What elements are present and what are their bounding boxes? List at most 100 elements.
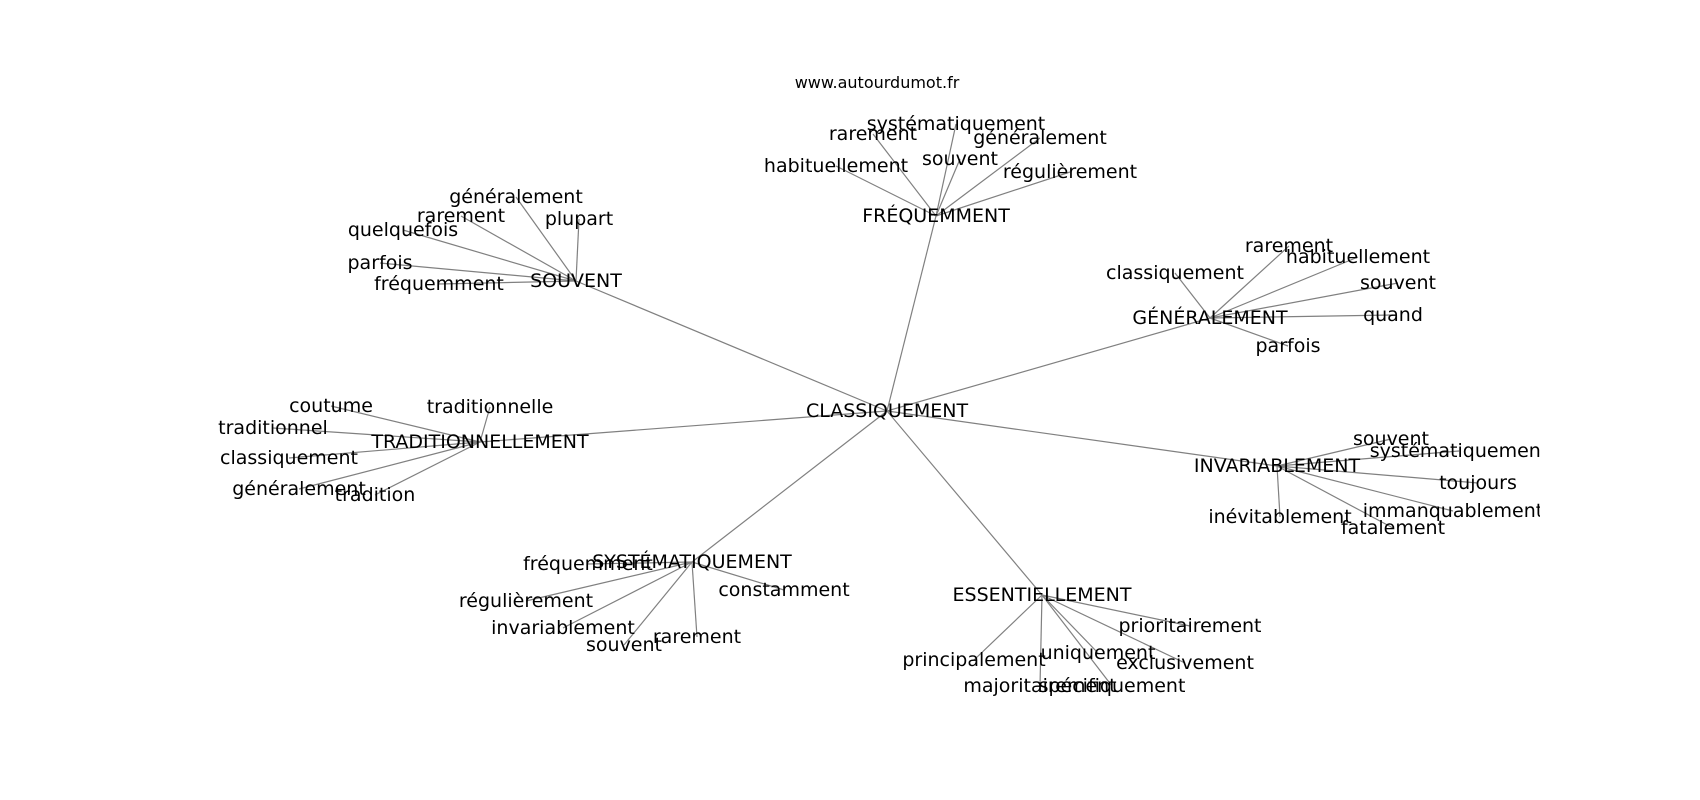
- edge-hub-leaf: [575, 218, 580, 282]
- leaf-node[interactable]: rarement: [417, 205, 505, 227]
- edge-hub-leaf: [1041, 594, 1186, 664]
- edge-hub-leaf: [562, 561, 693, 629]
- leaf-node[interactable]: parfois: [1255, 335, 1320, 357]
- edge-hub-leaf: [374, 441, 481, 496]
- edge-hub-leaf: [1209, 245, 1290, 319]
- edge-center-hub: [575, 280, 888, 412]
- hub-node[interactable]: TRADITIONNELLEMENT: [370, 431, 589, 453]
- leaf-node[interactable]: fatalement: [1341, 517, 1445, 539]
- leaf-node[interactable]: inévitablement: [1208, 506, 1351, 528]
- leaf-node[interactable]: classiquement: [220, 447, 358, 469]
- edge-hub-leaf: [1039, 594, 1043, 687]
- leaf-node[interactable]: exclusivement: [1116, 652, 1254, 674]
- edge-hub-leaf: [1209, 317, 1289, 347]
- edge-hub-leaf: [1276, 465, 1281, 518]
- edge-hub-leaf: [272, 427, 481, 443]
- leaf-node[interactable]: tradition: [335, 484, 416, 506]
- leaf-node[interactable]: systématiquement: [1370, 440, 1549, 462]
- edge-hub-leaf: [515, 196, 577, 282]
- leaf-node[interactable]: souvent: [922, 148, 998, 170]
- leaf-node[interactable]: majoritairement: [963, 675, 1116, 697]
- leaf-node[interactable]: uniquement: [1041, 642, 1156, 664]
- edge-center-hub: [886, 410, 1278, 467]
- hub-node[interactable]: ESSENTIELLEMENT: [953, 584, 1132, 606]
- edge-hub-leaf: [1041, 594, 1099, 654]
- leaf-node[interactable]: habituellement: [1286, 246, 1430, 268]
- leaf-node[interactable]: plupart: [545, 208, 613, 230]
- edge-hub-leaf: [1209, 256, 1359, 319]
- edge-hub-leaf: [1276, 450, 1460, 467]
- edge-hub-leaf: [1276, 465, 1479, 484]
- leaf-node[interactable]: toujours: [1439, 472, 1517, 494]
- edge-hub-leaf: [298, 441, 481, 490]
- leaf-node[interactable]: souvent: [586, 634, 662, 656]
- edge-hub-leaf: [460, 215, 577, 282]
- leaf-node[interactable]: rarement: [1245, 235, 1333, 257]
- leaf-node[interactable]: classiquement: [1106, 262, 1244, 284]
- hub-node[interactable]: GÉNÉRALEMENT: [1132, 306, 1288, 329]
- edge-hub-leaf: [587, 561, 693, 565]
- leaf-node[interactable]: généralement: [232, 478, 366, 500]
- edge-hub-leaf: [525, 561, 693, 602]
- edge-center-hub: [886, 215, 937, 412]
- leaf-node[interactable]: quelquefois: [348, 219, 458, 241]
- edge-hub-leaf: [935, 171, 1071, 217]
- edge-hub-leaf: [623, 561, 693, 646]
- edge-hub-leaf: [935, 158, 961, 217]
- leaf-node[interactable]: traditionnel: [218, 417, 328, 439]
- edge-hub-leaf: [1276, 465, 1394, 529]
- edge-hub-leaf: [1174, 272, 1211, 319]
- leaf-node[interactable]: traditionnelle: [427, 396, 554, 418]
- leaf-node[interactable]: quand: [1363, 304, 1423, 326]
- edge-center-hub: [886, 317, 1211, 412]
- leaf-node[interactable]: régulièrement: [459, 590, 593, 612]
- leaf-node[interactable]: prioritairement: [1118, 615, 1261, 637]
- edge-hub-leaf: [1209, 314, 1394, 319]
- edge-hub-leaf: [1041, 594, 1113, 687]
- edge-center-hub: [691, 410, 888, 563]
- edge-hub-leaf: [379, 262, 577, 282]
- labels-layer: CLASSIQUEMENT FRÉQUEMMENT systématiquement…: [218, 113, 1549, 697]
- leaf-node[interactable]: constamment: [718, 579, 849, 601]
- leaf-node[interactable]: principalement: [902, 649, 1045, 671]
- leaf-node[interactable]: rarement: [653, 626, 741, 648]
- edge-center-hub: [479, 410, 888, 443]
- edge-hub-leaf: [691, 561, 785, 591]
- edges-layer: [272, 123, 1479, 687]
- edge-hub-leaf: [479, 406, 491, 443]
- leaf-node[interactable]: habituellement: [764, 155, 908, 177]
- edge-hub-leaf: [872, 133, 937, 217]
- edge-hub-leaf: [402, 229, 577, 282]
- leaf-node[interactable]: généralement: [449, 186, 583, 208]
- center-node[interactable]: CLASSIQUEMENT: [806, 400, 968, 422]
- edge-hub-leaf: [835, 165, 937, 217]
- hub-node[interactable]: SOUVENT: [530, 270, 622, 292]
- leaf-node[interactable]: rarement: [829, 123, 917, 145]
- edge-hub-leaf: [1276, 438, 1392, 467]
- edge-hub-leaf: [330, 405, 481, 443]
- leaf-node[interactable]: invariablement: [491, 617, 635, 639]
- leaf-node[interactable]: spécifiquement: [1039, 675, 1186, 697]
- edge-hub-leaf: [973, 594, 1043, 661]
- leaf-node[interactable]: fréquemment: [523, 553, 653, 575]
- hub-node[interactable]: SYSTÉMATIQUEMENT: [592, 550, 792, 573]
- leaf-node[interactable]: régulièrement: [1003, 161, 1137, 183]
- hub-node[interactable]: FRÉQUEMMENT: [862, 204, 1010, 227]
- leaf-node[interactable]: coutume: [289, 395, 373, 417]
- leaf-node[interactable]: immanquablement: [1363, 500, 1543, 522]
- leaf-node[interactable]: souvent: [1353, 428, 1429, 450]
- edge-hub-leaf: [935, 137, 1041, 217]
- leaf-node[interactable]: systématiquement: [867, 113, 1046, 135]
- source-label: www.autourdumot.fr: [795, 73, 960, 92]
- edge-hub-leaf: [1276, 465, 1454, 512]
- leaf-node[interactable]: généralement: [973, 127, 1107, 149]
- edge-hub-leaf: [438, 280, 577, 285]
- edge-hub-leaf: [288, 441, 481, 459]
- edge-hub-leaf: [1209, 282, 1399, 319]
- edge-hub-leaf: [935, 123, 957, 217]
- hub-node[interactable]: INVARIABLEMENT: [1194, 455, 1361, 477]
- leaf-node[interactable]: souvent: [1360, 272, 1436, 294]
- leaf-node[interactable]: fréquemment: [374, 273, 504, 295]
- leaf-node[interactable]: parfois: [347, 252, 412, 274]
